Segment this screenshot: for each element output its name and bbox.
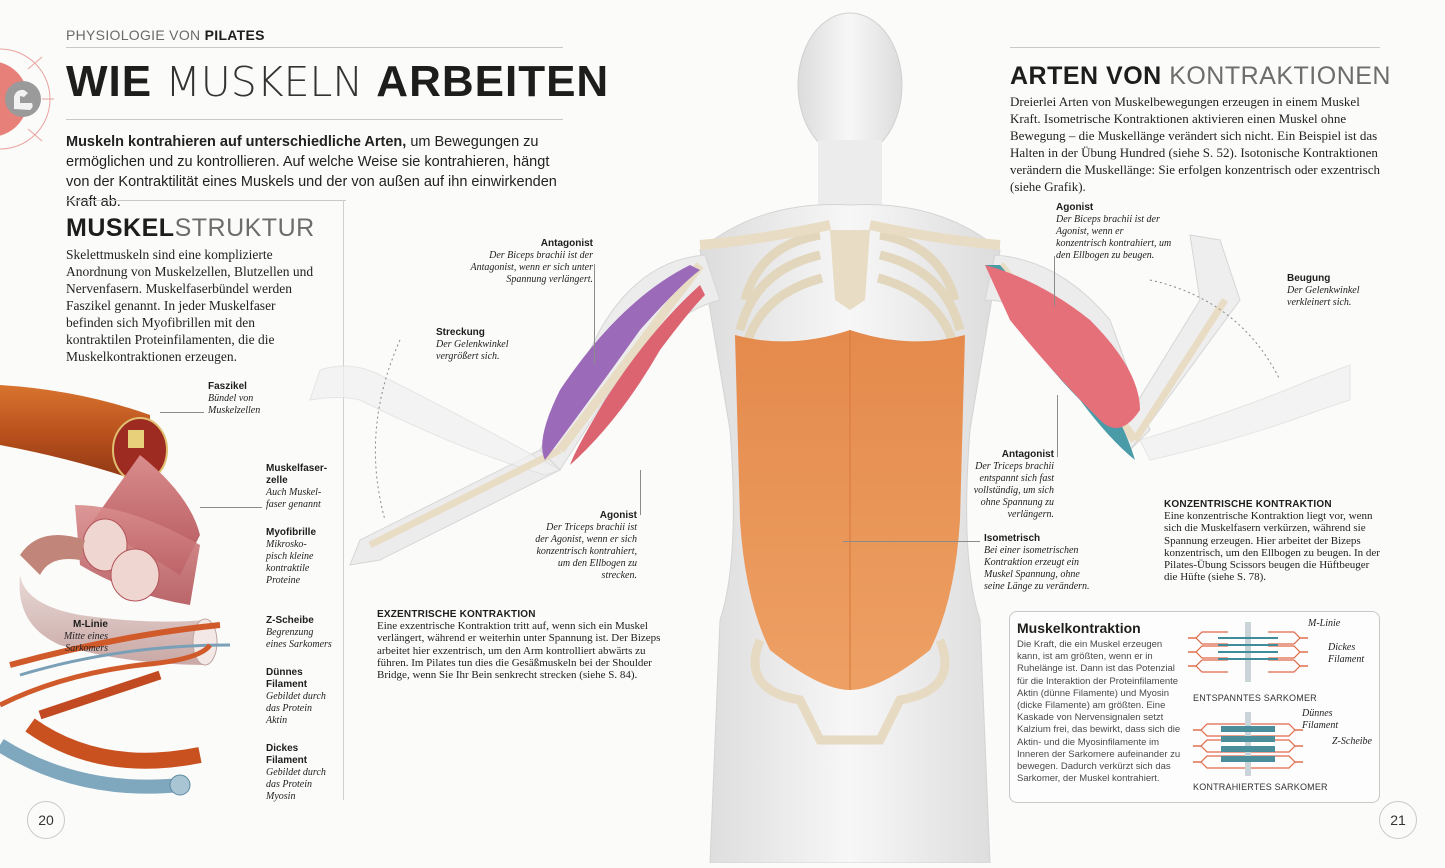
label-m-linie: M-Linie Mitte eines Sarkomers: [52, 619, 108, 655]
label-duennes-filament: Dünnes Filament Gebildet durch das Prote…: [266, 667, 328, 727]
section-heading: KONZENTRISCHE KONTRAKTION: [1164, 499, 1332, 510]
section-text: Eine konzentrische Kontraktion liegt vor…: [1164, 510, 1380, 584]
header-rule-right: [1010, 47, 1380, 48]
label-dickes-filament: Dickes Filament: [1328, 642, 1365, 665]
label-title: Z-Scheibe: [266, 615, 314, 626]
heading-light: KONTRAKTIONEN: [1169, 62, 1391, 90]
heading-bold: MUSKEL: [66, 214, 175, 242]
kicker-light: PHYSIOLOGIE VON: [66, 27, 205, 43]
label-title: Dünnes Filament: [266, 667, 308, 690]
label-title: Dickes Filament: [266, 743, 308, 766]
leader-line: [640, 470, 641, 515]
label-faszikel: Faszikel Bündel von Muskelzellen: [208, 381, 268, 417]
label-title: M-Linie: [73, 619, 108, 630]
label-title: Beugung: [1287, 273, 1331, 284]
label-desc: Der Gelenkwinkel vergrößert sich.: [436, 339, 509, 362]
label-agonist-left: Agonist Der Triceps brachii ist der Agon…: [535, 510, 637, 582]
vertical-divider: [343, 200, 344, 800]
section-heading: EXZENTRISCHE KONTRAKTION: [377, 609, 536, 620]
label-desc: Mitte eines Sarkomers: [63, 631, 108, 654]
label-z-scheibe: Z-Scheibe Begrenzung eines Sarkomers: [266, 615, 336, 651]
arten-text: Dreierlei Arten von Muskelbewegungen erz…: [1010, 94, 1380, 194]
muscle-structure-illustration: [0, 375, 260, 825]
page-number-left: 20: [27, 801, 65, 839]
label-desc: Der Biceps brachii ist der Agonist, wenn…: [1056, 214, 1172, 261]
section-text: Eine exzentrische Kontraktion tritt auf,…: [377, 620, 661, 682]
label-desc: Begrenzung eines Sarkomers: [266, 627, 332, 650]
label-desc: Mikrosko-pisch kleine kontraktile Protei…: [266, 539, 314, 586]
title-bold-2: ARBEITEN: [376, 57, 610, 106]
label-desc: Bei einer isometrischen Kontraktion erze…: [984, 545, 1090, 592]
label-antagonist-left: Antagonist Der Biceps brachii ist der An…: [470, 238, 594, 286]
muskelkontraktion-box: Muskelkontraktion Die Kraft, die ein Mus…: [1009, 611, 1380, 803]
leader-line: [200, 507, 262, 508]
leader-line: [843, 541, 980, 542]
label-desc: Gebildet durch das Protein Aktin: [266, 691, 326, 726]
label-title: Agonist: [1056, 202, 1094, 213]
label-desc: Der Biceps brachii ist der Antagonist, w…: [470, 250, 594, 285]
leader-line: [1057, 395, 1058, 457]
sarcomere-diagram-contracted: [1193, 712, 1303, 776]
label-agonist-right: Agonist Der Biceps brachii ist der Agoni…: [1056, 202, 1176, 262]
leader-line: [594, 264, 595, 364]
leader-line: [1054, 256, 1055, 306]
heading-light: STRUKTUR: [174, 214, 315, 242]
box-title: Muskelkontraktion: [1017, 620, 1141, 636]
label-duennes-filament: Dünnes Filament: [1302, 708, 1339, 731]
box-text: Die Kraft, die ein Muskel erzeugen kann,…: [1017, 639, 1181, 785]
intro-paragraph: Muskeln kontrahieren auf unterschiedlich…: [66, 132, 576, 212]
muskelstruktur-text: Skelettmuskeln sind eine komplizierte An…: [66, 247, 314, 364]
heading-bold: ARTEN VON: [1010, 62, 1162, 90]
label-title: Antagonist: [540, 238, 593, 249]
label-myofibrille: Myofibrille Mikrosko-pisch kleine kontra…: [266, 527, 326, 587]
label-title: Streckung: [436, 327, 485, 338]
label-title: Agonist: [599, 510, 637, 521]
label-isometrisch: Isometrisch Bei einer isometrischen Kont…: [984, 533, 1094, 593]
intro-bold: Muskeln kontrahieren auf unterschiedlich…: [66, 134, 407, 150]
label-title: Faszikel: [208, 381, 247, 392]
flexed-arm-icon: [0, 48, 54, 150]
sarcomere-diagram-relaxed: [1188, 622, 1308, 682]
title-bold-1: WIE: [66, 57, 153, 106]
label-desc: Der Triceps brachii entspannt sich fast …: [973, 461, 1054, 520]
exzentrisch-section: EXZENTRISCHE KONTRAKTION Eine exzentrisc…: [377, 609, 667, 681]
label-desc: Auch Muskel-faser genannt: [266, 487, 322, 510]
muskelstruktur-heading: MUSKELSTRUKTUR: [66, 214, 315, 243]
label-beugung: Beugung Der Gelenkwinkel verkleinert sic…: [1287, 273, 1367, 309]
label-title: Isometrisch: [984, 533, 1041, 544]
caption-contracted: KONTRAHIERTES SARKOMER: [1193, 782, 1328, 792]
label-title: Myofibrille: [266, 527, 317, 538]
label-dickes-filament: Dickes Filament Gebildet durch das Prote…: [266, 743, 328, 803]
label-m-linie: M-Linie: [1308, 618, 1341, 629]
chapter-icon-badge: [0, 45, 54, 150]
intro-text: um Bewegungen zu ermöglichen und zu kont…: [66, 134, 557, 210]
label-streckung: Streckung Der Gelenkwinkel vergrößert si…: [436, 327, 526, 363]
label-desc: Der Gelenkwinkel verkleinert sich.: [1287, 285, 1360, 308]
label-z-scheibe: Z-Scheibe: [1332, 736, 1372, 747]
section-rule: [66, 200, 346, 201]
page-title: WIE MUSKELN ARBEITEN: [66, 57, 610, 107]
header-rule: [66, 47, 563, 48]
title-light: MUSKELN: [165, 58, 364, 106]
anatomy-figure: [300, 0, 1420, 864]
chapter-kicker: PHYSIOLOGIE VON PILATES: [66, 27, 265, 43]
kicker-bold: PILATES: [204, 27, 265, 43]
caption-relaxed: ENTSPANNTES SARKOMER: [1193, 693, 1317, 703]
konzentrisch-section: KONZENTRISCHE KONTRAKTION Eine konzentri…: [1164, 499, 1384, 584]
label-muskelfaserzelle: Muskelfaser-zelle Auch Muskel-faser gena…: [266, 463, 328, 511]
label-title: Antagonist: [1001, 449, 1054, 460]
page-number-right: 21: [1379, 801, 1417, 839]
leader-line: [160, 412, 204, 413]
title-rule: [66, 119, 563, 120]
label-desc: Gebildet durch das Protein Myosin: [266, 767, 326, 802]
label-antagonist-right: Antagonist Der Triceps brachii entspannt…: [968, 449, 1054, 521]
label-desc: Bündel von Muskelzellen: [208, 393, 261, 416]
label-desc: Der Triceps brachii ist der Agonist, wen…: [535, 522, 637, 581]
arten-heading: ARTEN VON KONTRAKTIONEN: [1010, 62, 1391, 91]
label-title: Muskelfaser-zelle: [266, 463, 328, 486]
